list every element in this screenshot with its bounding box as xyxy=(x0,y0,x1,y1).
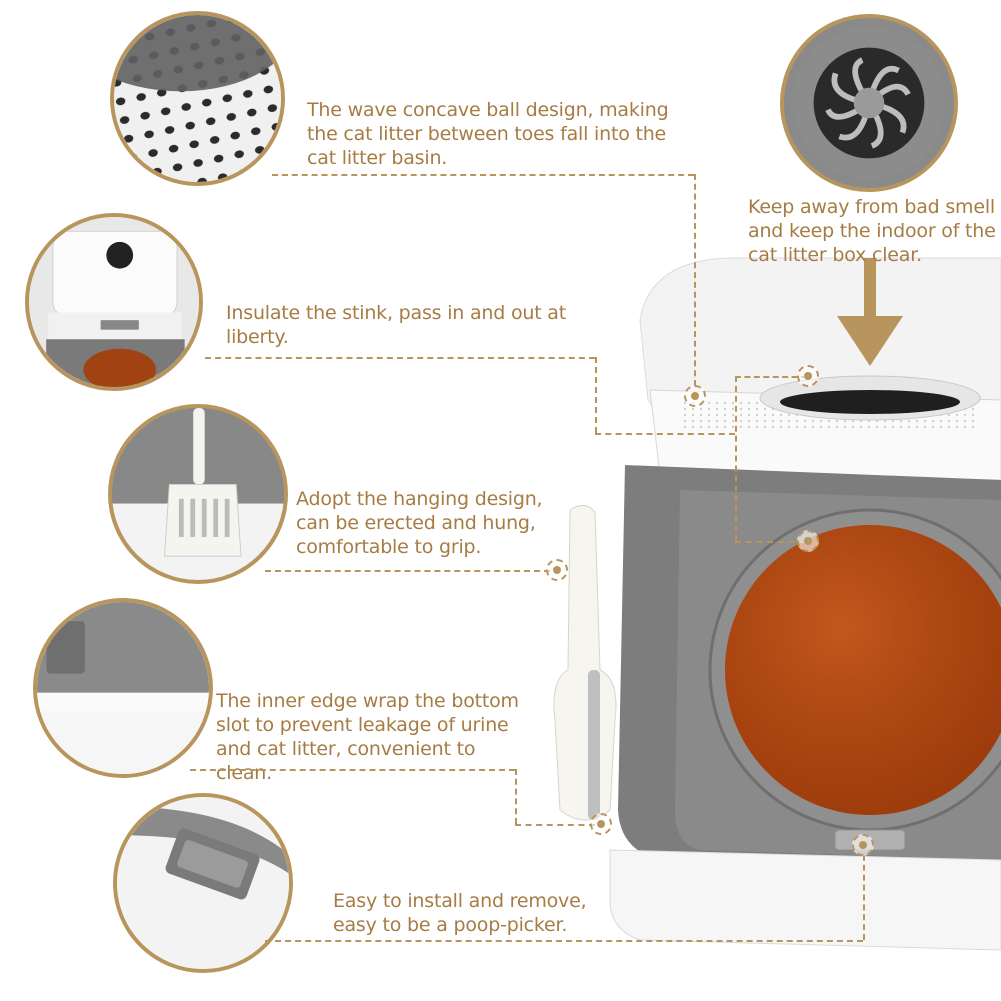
inner-edge-circle xyxy=(33,598,213,778)
scoop-icon xyxy=(112,408,284,580)
perforated-tray-icon xyxy=(114,15,281,182)
leader-line xyxy=(265,940,863,942)
leader-line xyxy=(735,376,807,378)
mesh-tray-circle xyxy=(110,11,285,186)
hotspot-marker xyxy=(852,834,874,856)
leader-line xyxy=(190,769,515,771)
leader-line xyxy=(735,541,805,543)
feature-caption-deodorizer: Keep away from bad smell and keep the in… xyxy=(748,196,996,266)
leader-line xyxy=(272,174,694,176)
fan-vent-icon xyxy=(792,26,946,180)
hotspot-marker xyxy=(797,530,819,552)
down-arrow-icon xyxy=(837,258,903,366)
litter-box-mini-icon xyxy=(29,217,199,387)
feature-caption-scoop: Adopt the hanging design, can be erected… xyxy=(296,488,543,558)
hotspot-marker xyxy=(684,385,706,407)
inner-edge-icon xyxy=(37,602,209,774)
litter-box-front-circle xyxy=(25,213,203,391)
feature-caption-door: Insulate the stink, pass in and out at l… xyxy=(226,302,566,348)
hotspot-marker xyxy=(590,813,612,835)
hotspot-marker xyxy=(797,365,819,387)
leader-line xyxy=(515,824,595,826)
leader-line xyxy=(735,376,737,541)
hotspot-marker xyxy=(546,559,568,581)
leader-line xyxy=(595,433,735,435)
feature-caption-mesh: The wave concave ball design, making the… xyxy=(307,99,669,169)
leader-line xyxy=(265,570,550,572)
deodorizer-circle xyxy=(780,14,958,192)
feature-caption-clip: Easy to install and remove, easy to be a… xyxy=(333,890,587,936)
feature-caption-edge: The inner edge wrap the bottom slot to p… xyxy=(216,690,519,784)
litter-box-product-image xyxy=(553,257,1001,951)
scoop-circle xyxy=(108,404,288,584)
leader-line xyxy=(205,357,595,359)
leader-line xyxy=(694,174,696,386)
leader-line xyxy=(863,845,865,940)
leader-line xyxy=(595,357,597,433)
buckle-clip-circle xyxy=(113,793,293,973)
buckle-clip-icon xyxy=(117,797,289,969)
leader-line xyxy=(515,769,517,824)
